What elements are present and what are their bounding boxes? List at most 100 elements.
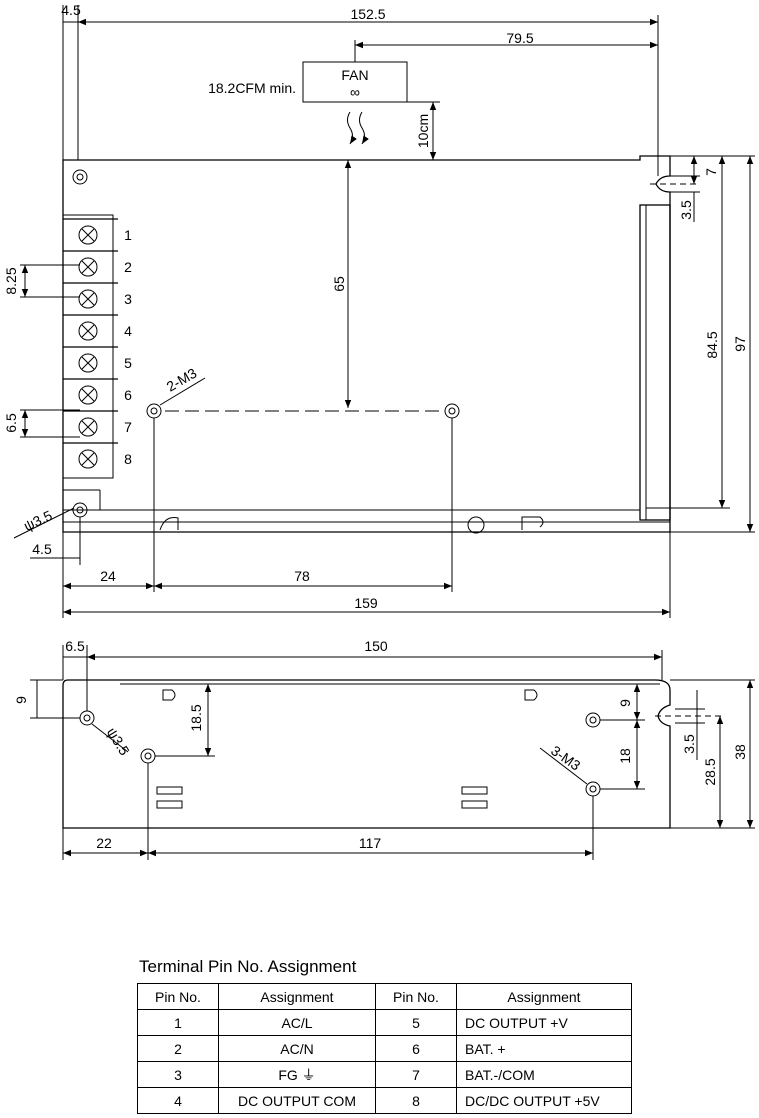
terminal-number: 1	[124, 227, 132, 243]
assign-b: BAT.-/COM	[456, 1061, 632, 1088]
terminal-number: 2	[124, 259, 132, 275]
dim-7: 7	[703, 168, 719, 176]
m3-hole-left-inner	[150, 407, 158, 415]
hole-dia-top: ψ3.5	[21, 507, 55, 534]
terminal-screw-icon	[78, 449, 98, 469]
terminal-screw-icon	[78, 321, 98, 341]
dim-97: 97	[732, 336, 748, 352]
terminal-screw-icon	[78, 257, 98, 277]
terminal-screw-icon	[78, 289, 98, 309]
terminal-number: 3	[124, 291, 132, 307]
bottom-feature-circle	[467, 516, 485, 534]
terminal-number: 5	[124, 355, 132, 371]
terminal-screw-icon	[78, 417, 98, 437]
terminal-screw-cross	[81, 420, 95, 434]
pin-table-title: Terminal Pin No. Assignment	[139, 957, 357, 976]
terminal-screw-cross	[81, 452, 95, 466]
side-m3-leader	[539, 747, 588, 785]
assign-a: DC OUTPUT COM	[218, 1087, 376, 1114]
dim-65: 65	[331, 276, 347, 292]
header-pin-b: Pin No.	[375, 983, 457, 1010]
terminal-screw-cross	[81, 228, 95, 242]
assign-a: FG ⏚	[218, 1061, 376, 1088]
terminal-number: 8	[124, 451, 132, 467]
table-row: 2 AC/N 6 BAT. +	[137, 1035, 632, 1062]
dim-9-right: 9	[617, 699, 633, 707]
side-m3-right-2	[585, 781, 601, 797]
assign-b: DC OUTPUT +V	[456, 1009, 632, 1036]
dim-9-left: 9	[13, 696, 29, 704]
pin-a: 4	[137, 1087, 219, 1114]
side-tab-right	[524, 689, 538, 701]
side-m3-right-1	[585, 712, 601, 728]
dim-6-5-side: 6.5	[65, 638, 85, 654]
side-chassis-outline	[62, 679, 671, 829]
side-m3-right-1-inner	[589, 716, 597, 724]
table-row: 1 AC/L 5 DC OUTPUT +V	[137, 1009, 632, 1036]
pin-b: 6	[375, 1035, 457, 1062]
top-mount-hole-1	[72, 169, 88, 185]
m3-hole-left	[146, 403, 162, 419]
header-assign-b: Assignment	[456, 983, 632, 1010]
header-pin-a: Pin No.	[137, 983, 219, 1010]
terminal-screw-cross	[81, 260, 95, 274]
assign-a: AC/N	[218, 1035, 376, 1062]
terminal-screw-icon	[78, 353, 98, 373]
dim-117: 117	[359, 835, 382, 851]
terminal-screw-cross	[81, 356, 95, 370]
header-assign-a: Assignment	[218, 983, 376, 1010]
dim-8-25: 8.25	[3, 267, 19, 294]
top-chassis-outline	[62, 155, 671, 533]
dim-28-5: 28.5	[702, 758, 718, 785]
vent-slot-3	[461, 786, 488, 795]
fan-infinity-icon: ∞	[350, 84, 360, 100]
airflow-arrow-2	[359, 111, 369, 145]
bottom-tab-2	[521, 516, 544, 530]
terminal-screw-cross	[81, 292, 95, 306]
vent-slot-2	[156, 800, 183, 809]
vent-slot-4	[461, 800, 488, 809]
pin-assignment-table: Pin No. Assignment Pin No. Assignment 1 …	[137, 983, 632, 1114]
pin-b: 5	[375, 1009, 457, 1036]
pin-a: 2	[137, 1035, 219, 1062]
side-m3-right-2-inner	[589, 785, 597, 793]
fan-airflow: 18.2CFM min.	[208, 80, 296, 96]
dim-3-5-side: 3.5	[681, 734, 697, 754]
pin-b: 7	[375, 1061, 457, 1088]
side-m3-left	[140, 748, 156, 764]
terminal-screw-cross	[81, 324, 95, 338]
m3-label-top: 2-M3	[164, 365, 200, 395]
table-header-row: Pin No. Assignment Pin No. Assignment	[137, 983, 632, 1010]
pin-a: 1	[137, 1009, 219, 1036]
dim-3-5-top: 3.5	[678, 200, 694, 220]
terminal-number: 6	[124, 387, 132, 403]
dim-4-5-top: 4.5	[61, 2, 81, 18]
assign-b: DC/DC OUTPUT +5V	[456, 1087, 632, 1114]
dim-38: 38	[732, 744, 748, 760]
m3-leader-top	[159, 377, 206, 406]
airflow-arrow-1	[347, 111, 357, 145]
dim-22: 22	[96, 835, 112, 851]
side-view: 6.5 150 9 18.5 ψ3.5 9 18 3-M3 3.5 28.5 3…	[13, 638, 755, 860]
hole-dia-leader	[13, 507, 75, 539]
assign-b: BAT. +	[456, 1035, 632, 1062]
dim-152-5: 152.5	[350, 6, 385, 22]
side-hole-left	[79, 710, 95, 726]
table-row: 3 FG ⏚ 7 BAT.-/COM	[137, 1061, 632, 1088]
dim-150: 150	[364, 638, 388, 654]
top-view: 1 2 3 4 5 6 7 8 FAN ∞ 18.2CFM min. 65 152.5 4.5…	[3, 2, 755, 618]
side-tab-left	[162, 689, 176, 701]
hole-dia-side: ψ3.5	[104, 725, 133, 759]
side-hole-left-inner	[83, 714, 91, 722]
bottom-tab-1	[159, 517, 179, 531]
side-hole-leader	[91, 723, 129, 753]
terminal-screw-icon	[78, 225, 98, 245]
terminal-block	[62, 214, 118, 479]
vent-slot-1	[156, 786, 183, 795]
dim-4-5-bottom: 4.5	[32, 541, 52, 557]
terminal-number: 4	[124, 323, 132, 339]
dim-18-5: 18.5	[188, 704, 204, 731]
fan-label: FAN	[341, 67, 368, 83]
top-mount-hole-2-inner	[76, 506, 84, 514]
